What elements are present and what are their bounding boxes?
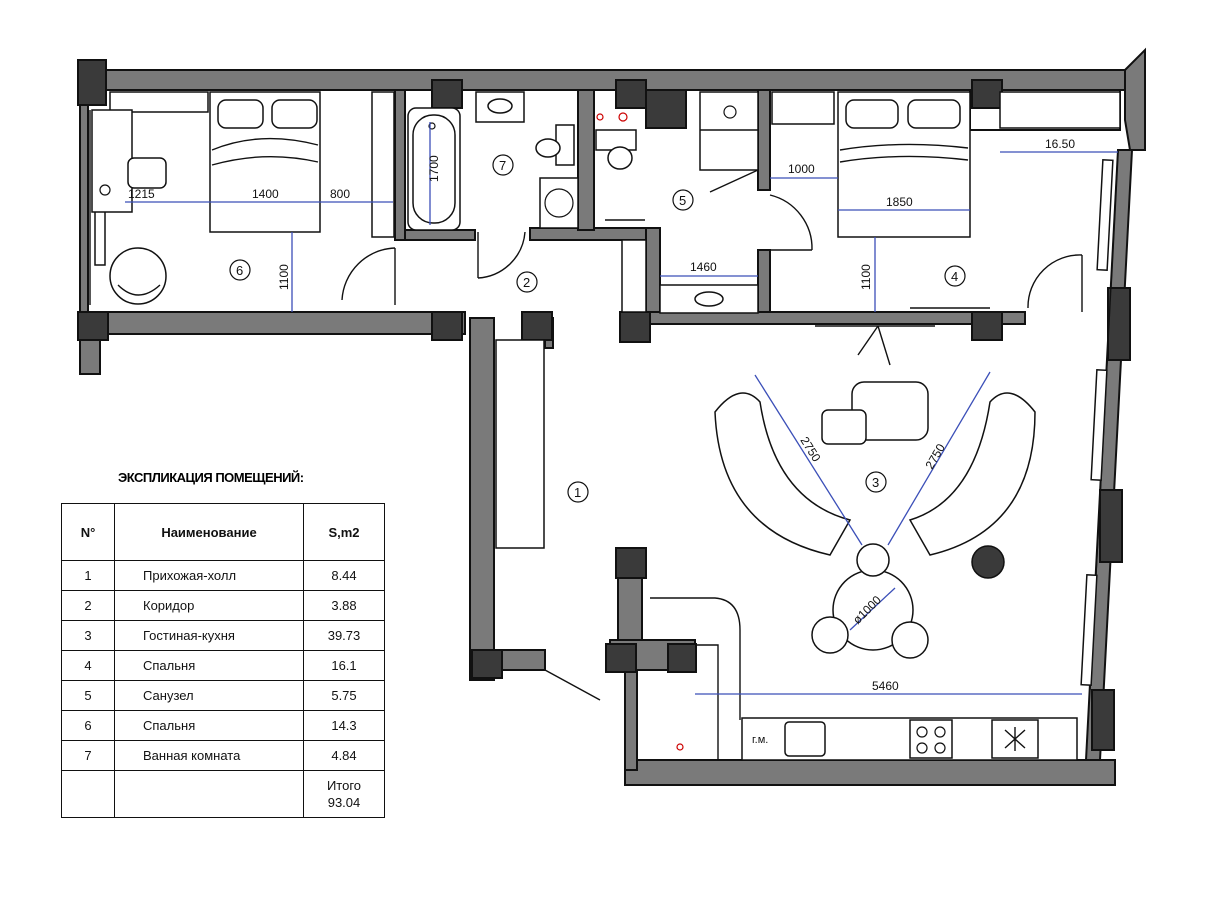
row-number: 3: [61, 620, 115, 651]
table-row: 5 Санузел 5.75: [61, 680, 385, 711]
total-empty-number: [61, 770, 115, 818]
bathroom-5-furniture: [595, 91, 813, 314]
room-number-1: 1: [574, 485, 581, 500]
room-number-4: 4: [951, 269, 958, 284]
row-name: Спальня: [114, 650, 304, 681]
row-name: Спальня: [114, 710, 304, 741]
row-area: 5.75: [303, 680, 385, 711]
dim-1700: 1700: [427, 155, 441, 182]
gas-meter-label: г.м.: [752, 734, 768, 746]
table-row: 4 Спальня 16.1: [61, 650, 385, 681]
total-cell: Итого 93.04: [303, 770, 385, 818]
dim-800: 800: [330, 187, 350, 201]
row-number: 7: [61, 740, 115, 771]
room-markers: 6 7 5 2 4 1 3: [229, 154, 966, 503]
row-area: 16.1: [303, 650, 385, 681]
row-number: 1: [61, 560, 115, 591]
row-name: Ванная комната: [114, 740, 304, 771]
dim-5460: 5460: [872, 679, 899, 693]
room-number-7: 7: [499, 158, 506, 173]
table-row: 1 Прихожая-холл 8.44: [61, 560, 385, 591]
row-area: 4.84: [303, 740, 385, 771]
total-value: 93.04: [327, 795, 361, 810]
explication-title: ЭКСПЛИКАЦИЯ ПОМЕЩЕНИЙ:: [118, 470, 304, 485]
explication-table: N° Наименование S,m2 1 Прихожая-холл 8.4…: [61, 503, 385, 818]
table-row: 3 Гостиная-кухня 39.73: [61, 620, 385, 651]
hall-furniture: [495, 325, 935, 701]
dim-2750-right: 2750: [922, 441, 948, 471]
total-empty-name: [114, 770, 304, 818]
dim-1000: 1000: [788, 162, 815, 176]
row-number: 2: [61, 590, 115, 621]
dimension-lines: [125, 122, 1118, 695]
table-row: 6 Спальня 14.3: [61, 710, 385, 741]
dim-1850: 1850: [886, 195, 913, 209]
table-header-row: N° Наименование S,m2: [61, 503, 385, 561]
dim-1100-left: 1100: [277, 264, 291, 290]
bedroom-4-furniture: [771, 91, 1121, 312]
room-number-3: 3: [872, 475, 879, 490]
bathroom-7-furniture: [407, 91, 579, 279]
header-name: Наименование: [114, 503, 304, 561]
header-area: S,m2: [303, 503, 385, 561]
row-area: 14.3: [303, 710, 385, 741]
row-area: 8.44: [303, 560, 385, 591]
row-number: 4: [61, 650, 115, 681]
dim-1215: 1215: [128, 187, 155, 201]
table-total-row: Итого 93.04: [61, 770, 385, 818]
row-number: 5: [61, 680, 115, 711]
dim-1100-right: 1100: [859, 264, 873, 290]
row-area: 39.73: [303, 620, 385, 651]
row-name: Прихожая-холл: [114, 560, 304, 591]
wall-piers: [77, 59, 1131, 751]
dim-1460: 1460: [690, 260, 717, 274]
row-name: Коридор: [114, 590, 304, 621]
room-number-2: 2: [523, 275, 530, 290]
bedroom-6-furniture: [91, 91, 396, 305]
row-area: 3.88: [303, 590, 385, 621]
table-row: 7 Ванная комната 4.84: [61, 740, 385, 771]
total-label: Итого: [326, 778, 362, 793]
room-number-5: 5: [679, 193, 686, 208]
row-name: Гостиная-кухня: [114, 620, 304, 651]
row-name: Санузел: [114, 680, 304, 711]
dim-1400: 1400: [252, 187, 279, 201]
header-number: N°: [61, 503, 115, 561]
room-number-6: 6: [236, 263, 243, 278]
row-number: 6: [61, 710, 115, 741]
living-kitchen-furniture: [650, 381, 1078, 761]
dim-1650: 16.50: [1045, 137, 1075, 151]
table-row: 2 Коридор 3.88: [61, 590, 385, 621]
